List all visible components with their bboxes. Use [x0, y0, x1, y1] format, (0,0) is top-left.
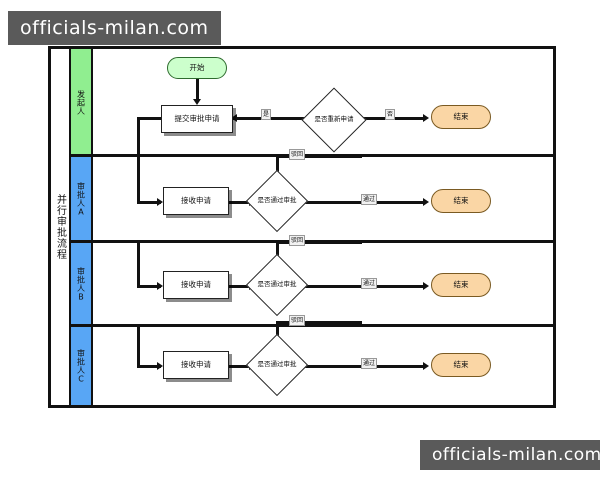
edge-receive-to-decision-a: [229, 201, 253, 204]
node-end-b[interactable]: 结束: [431, 273, 491, 297]
node-reapply-decision-label: 是否重新申请: [314, 115, 354, 124]
node-end-c-label: 结束: [453, 359, 469, 369]
edge-submit-to-split: [137, 119, 140, 159]
node-decision-a-label: 是否通过审批: [257, 196, 297, 205]
edge-label-pass-a: 通过: [361, 194, 378, 205]
arrowhead-left-submit: [231, 114, 237, 122]
edge-reject-a-top: [276, 155, 362, 158]
edge-submit-left-stub: [137, 117, 163, 120]
edge-split-bus-a: [137, 157, 140, 203]
watermark-bottom: officials-milan.com: [420, 440, 600, 470]
node-end-c[interactable]: 结束: [431, 353, 491, 377]
lane-approver-a: 审批人A 接收申请 是否通过审批 驳回 通过 结束: [71, 149, 553, 242]
edge-label-reject-b: 驳回: [289, 235, 306, 246]
arrowhead-down-submit: [193, 99, 201, 105]
node-decision-b-label: 是否通过审批: [257, 280, 297, 289]
lane-header-approver-a: 审批人A: [71, 157, 93, 242]
node-reapply-decision[interactable]: 是否重新申请: [301, 87, 367, 153]
edge-bus-to-receive-c: [137, 365, 161, 368]
edge-reject-c-top: [276, 321, 362, 324]
node-decision-a[interactable]: 是否通过审批: [245, 169, 309, 233]
lane-body-approver-b: 接收申请 是否通过审批 驳回 通过 结束: [93, 235, 553, 326]
node-end-a[interactable]: 结束: [431, 189, 491, 213]
node-end-initiator-label: 结束: [453, 111, 469, 121]
edge-reject-b-top: [276, 241, 362, 244]
lane-approver-c: 审批人C 接收申请 是否通过审批 驳回 通过 结束: [71, 315, 553, 405]
lane-initiator: 发起人 开始 提交审批申请 是否重新申请 是: [71, 49, 553, 159]
arrowhead-right-receive-a: [157, 198, 163, 206]
arrowhead-right-end-a: [423, 198, 429, 206]
edge-label-reapply-no: 否: [385, 109, 396, 120]
lane-label-approver-b: 审批人B: [76, 267, 86, 302]
pool-title: 并行审批流程: [51, 49, 71, 405]
node-receive-request-c[interactable]: 接收申请: [163, 351, 229, 379]
arrowhead-right-end-b: [423, 282, 429, 290]
node-end-a-label: 结束: [453, 195, 469, 205]
arrowhead-right-receive-b: [157, 282, 163, 290]
arrowhead-right-end-initiator: [423, 114, 429, 122]
edge-receive-to-decision-c: [229, 365, 253, 368]
arrowhead-right-receive-c: [157, 362, 163, 370]
node-start-label: 开始: [189, 62, 205, 72]
lane-header-approver-c: 审批人C: [71, 327, 93, 405]
lane-header-initiator: 发起人: [71, 49, 93, 156]
arrowhead-right-end-c: [423, 362, 429, 370]
edge-bus-to-receive-a: [137, 201, 161, 204]
lane-label-initiator: 发起人: [76, 89, 86, 116]
lane-label-approver-c: 审批人C: [76, 348, 86, 384]
pool-title-label: 并行审批流程: [54, 194, 66, 260]
flowchart-pool: 并行审批流程 发起人 开始 提交审批申请 是否重新申请: [48, 46, 556, 408]
lane-body-approver-a: 接收申请 是否通过审批 驳回 通过 结束: [93, 149, 553, 242]
edge-label-reject-c: 驳回: [289, 315, 306, 326]
edge-start-to-submit: [196, 79, 199, 101]
lane-divider-3: [71, 324, 553, 327]
edge-label-reject-a: 驳回: [289, 149, 306, 160]
node-end-initiator[interactable]: 结束: [431, 105, 491, 129]
edge-label-pass-c: 通过: [361, 358, 378, 369]
lane-label-approver-a: 审批人A: [76, 182, 86, 217]
edge-split-bus-c: [137, 327, 140, 367]
watermark-top: officials-milan.com: [8, 11, 221, 45]
node-receive-request-b-label: 接收申请: [181, 279, 211, 289]
node-receive-request-c-label: 接收申请: [181, 359, 211, 369]
edge-label-reapply-yes: 是: [261, 109, 272, 120]
lane-body-initiator: 开始 提交审批申请 是否重新申请 是 否: [93, 49, 553, 159]
lane-body-approver-c: 接收申请 是否通过审批 驳回 通过 结束: [93, 315, 553, 405]
node-receive-request-a[interactable]: 接收申请: [163, 187, 229, 215]
node-submit-request-label: 提交审批申请: [174, 113, 220, 123]
node-end-b-label: 结束: [453, 279, 469, 289]
node-decision-b[interactable]: 是否通过审批: [245, 253, 309, 317]
edge-reject-a-up: [276, 157, 279, 181]
edge-receive-to-decision-b: [229, 285, 253, 288]
lane-header-approver-b: 审批人B: [71, 243, 93, 326]
edge-label-pass-b: 通过: [361, 278, 378, 289]
node-submit-request[interactable]: 提交审批申请: [161, 105, 233, 133]
edge-split-bus-b: [137, 243, 140, 287]
node-start[interactable]: 开始: [167, 57, 227, 79]
node-receive-request-a-label: 接收申请: [181, 195, 211, 205]
edge-reapply-yes: [233, 117, 311, 120]
lane-approver-b: 审批人B 接收申请 是否通过审批 驳回 通过 结束: [71, 235, 553, 326]
edge-bus-to-receive-b: [137, 285, 161, 288]
node-decision-c-label: 是否通过审批: [257, 360, 297, 369]
node-decision-c[interactable]: 是否通过审批: [245, 333, 309, 397]
node-receive-request-b[interactable]: 接收申请: [163, 271, 229, 299]
